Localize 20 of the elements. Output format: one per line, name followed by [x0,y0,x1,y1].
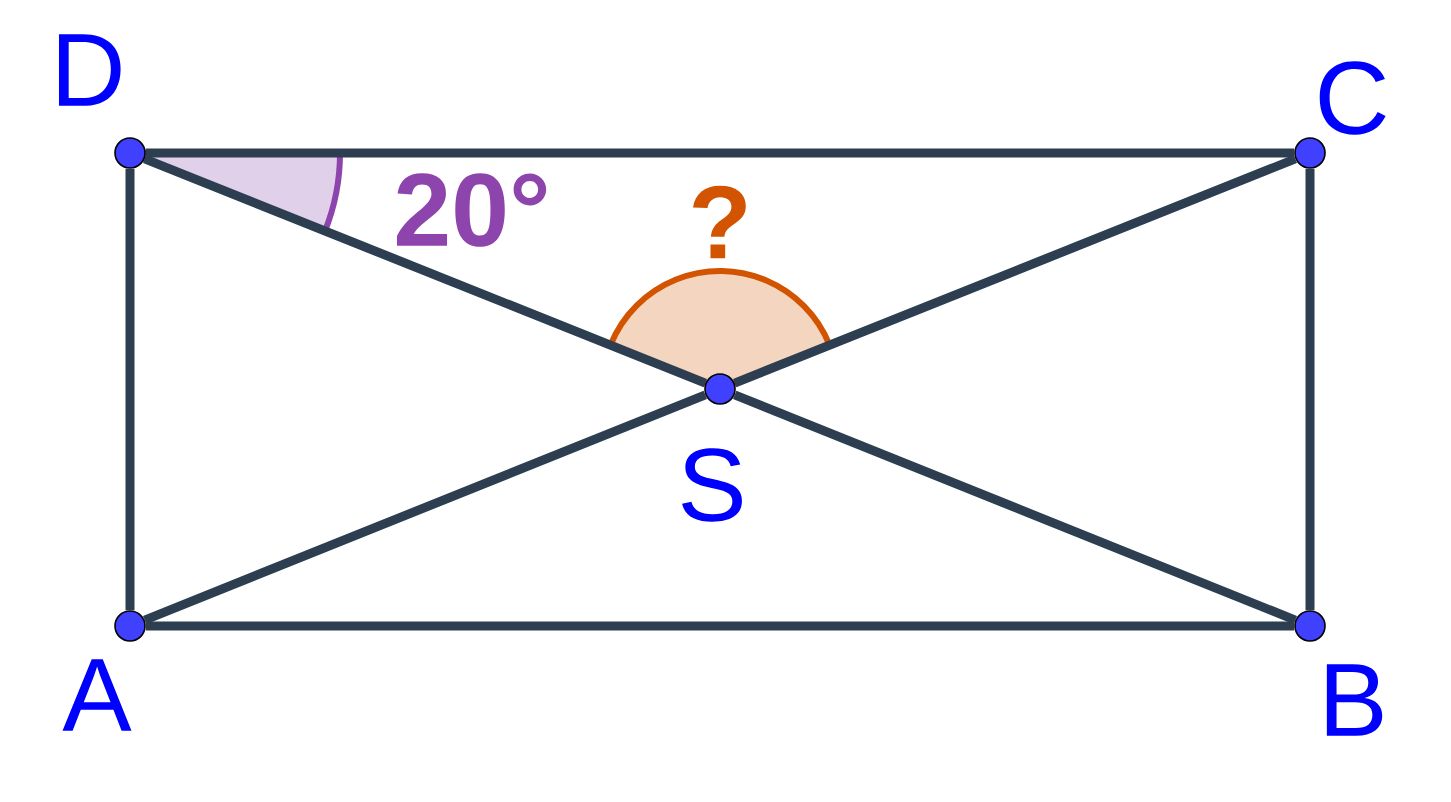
angle-label: 20° [397,173,547,247]
line-segment [143,390,708,625]
point [114,610,146,642]
point [1294,137,1326,169]
line-segment [145,621,1295,631]
point-label: S [682,448,742,522]
angle-label: ? [693,185,746,259]
point [704,373,736,405]
point-label: D [59,34,121,106]
line-segment [143,154,707,388]
line-segment [733,154,1297,388]
line-segment [145,148,1295,158]
point-label: B [1326,664,1383,736]
point [114,137,146,169]
point-label: C [1319,61,1386,135]
point-label: A [62,659,132,731]
line-segment [1305,168,1315,611]
line-segment [125,168,135,611]
line-segment [733,390,1298,625]
point [1294,610,1326,642]
